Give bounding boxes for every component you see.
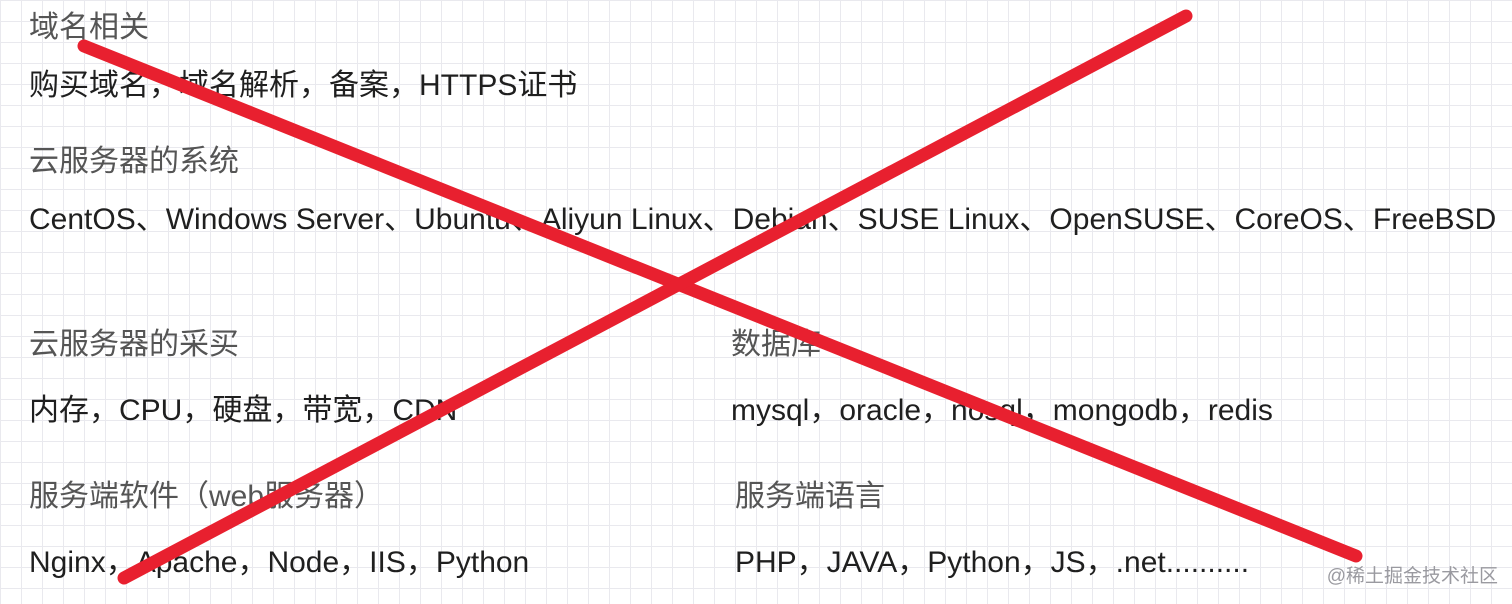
text-purchase: 内存，CPU，硬盘，带宽，CDN xyxy=(29,394,458,427)
heading-purchase: 云服务器的采买 xyxy=(29,328,239,361)
text-server-software: Nginx，Apache，Node，IIS，Python xyxy=(29,546,530,579)
text-domain: 购买域名，域名解析，备案，HTTPS证书 xyxy=(29,69,578,102)
text-database: mysql，oracle，nosql，mongodb，redis xyxy=(731,394,1273,427)
text-os: CentOS、Windows Server、Ubuntu、Aliyun Linu… xyxy=(29,203,1497,236)
heading-server-software: 服务端软件（web服务器） xyxy=(29,480,385,513)
watermark-text: @稀土掘金技术社区 xyxy=(1326,566,1498,587)
text-server-language: PHP，JAVA，Python，JS，.net.......... xyxy=(735,546,1250,579)
heading-os: 云服务器的系统 xyxy=(29,145,239,178)
heading-server-language: 服务端语言 xyxy=(735,480,885,513)
heading-database: 数据库 xyxy=(731,328,821,361)
heading-domain: 域名相关 xyxy=(29,11,149,44)
